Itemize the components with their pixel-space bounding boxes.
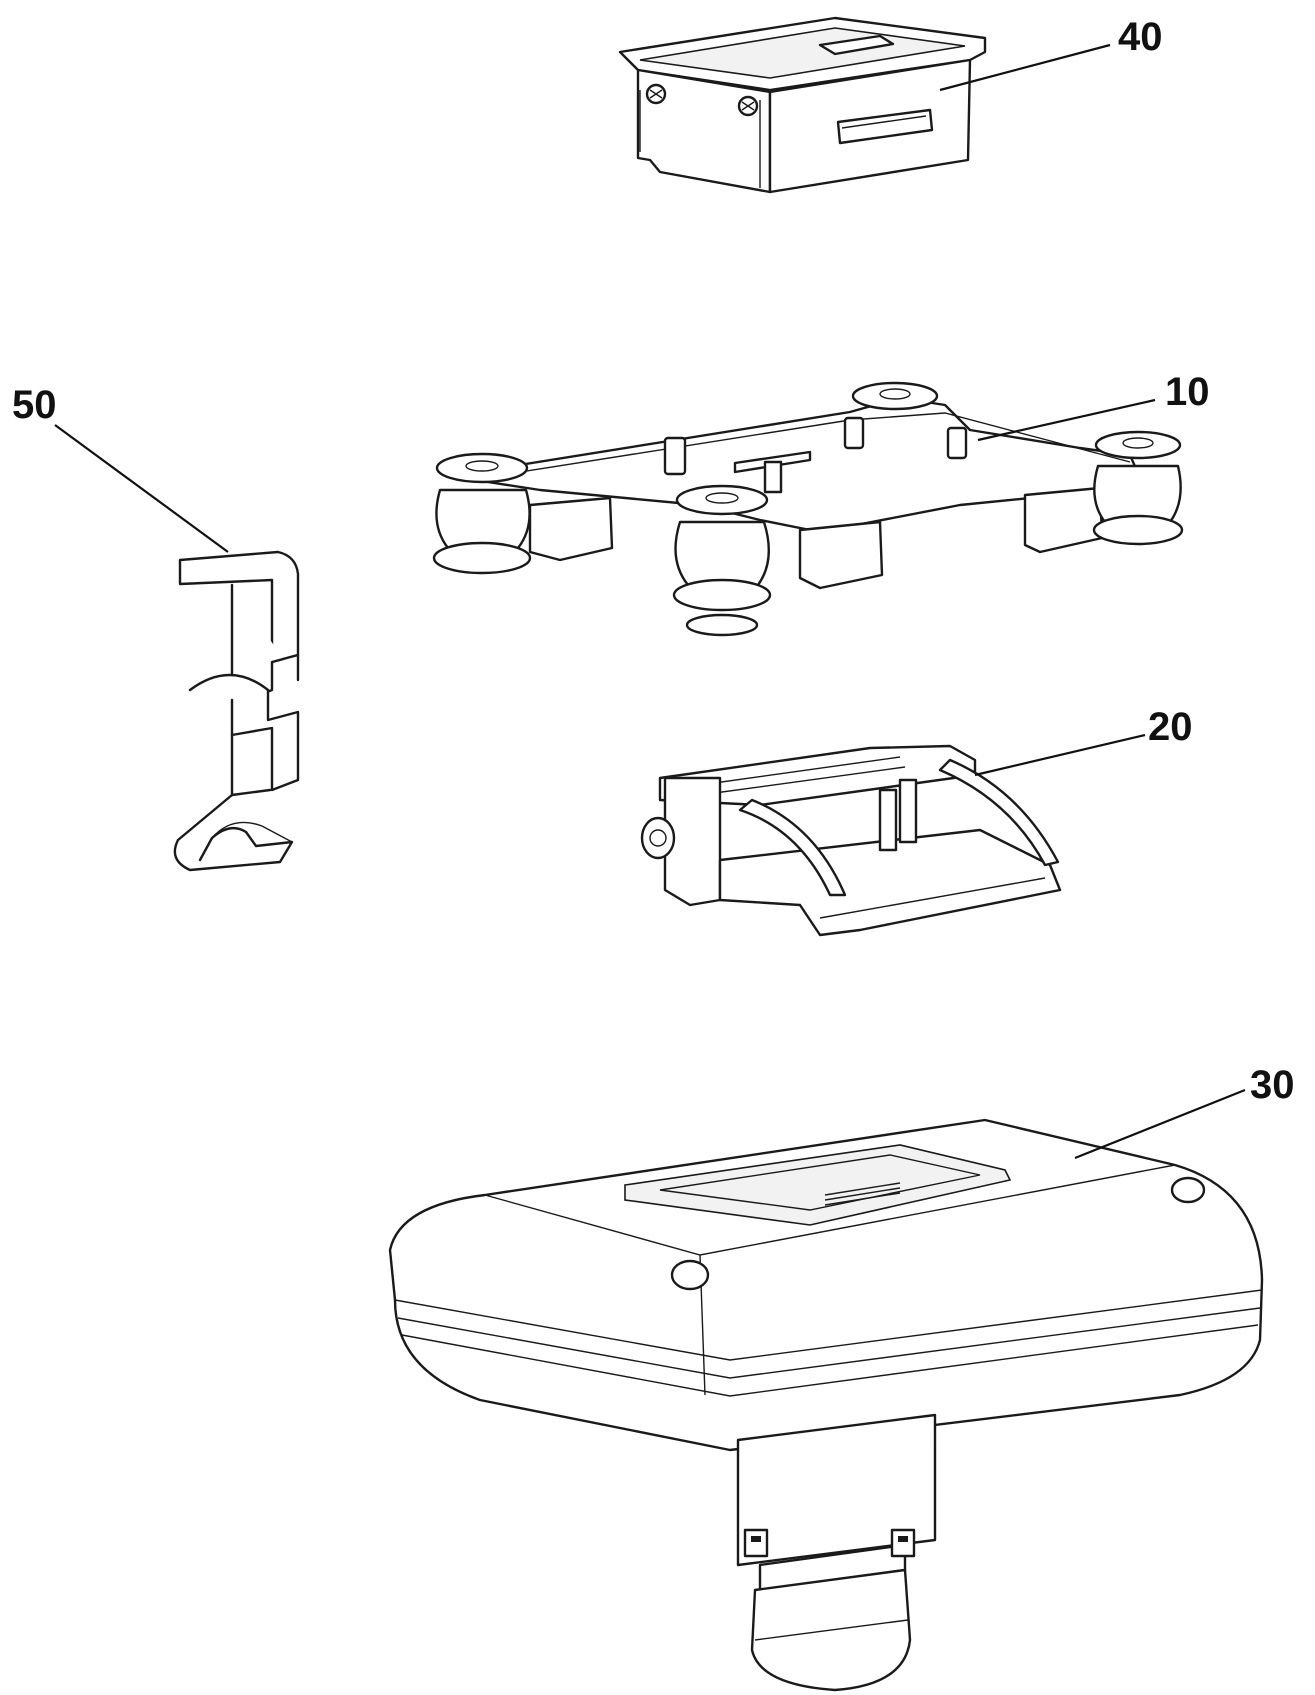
label-part-30: 30: [1250, 1063, 1295, 1107]
part-20-cradle-frame: [640, 744, 1062, 937]
leader-10: [977, 398, 1156, 442]
leader-30: [1074, 1088, 1246, 1160]
leader-50: [54, 424, 229, 553]
label-part-40: 40: [1118, 15, 1163, 59]
part-30-camera-body: [388, 1118, 1264, 1692]
part-40-housing-box: [618, 16, 987, 194]
label-part-10: 10: [1165, 370, 1210, 414]
leader-20: [974, 733, 1146, 777]
part-10-damping-plate: [432, 381, 1184, 637]
part-50-spring-clip: [173, 550, 300, 872]
label-part-20: 20: [1148, 705, 1193, 749]
label-part-50: 50: [12, 383, 57, 427]
leader-lines: [54, 43, 1246, 1160]
leader-40: [939, 43, 1111, 92]
